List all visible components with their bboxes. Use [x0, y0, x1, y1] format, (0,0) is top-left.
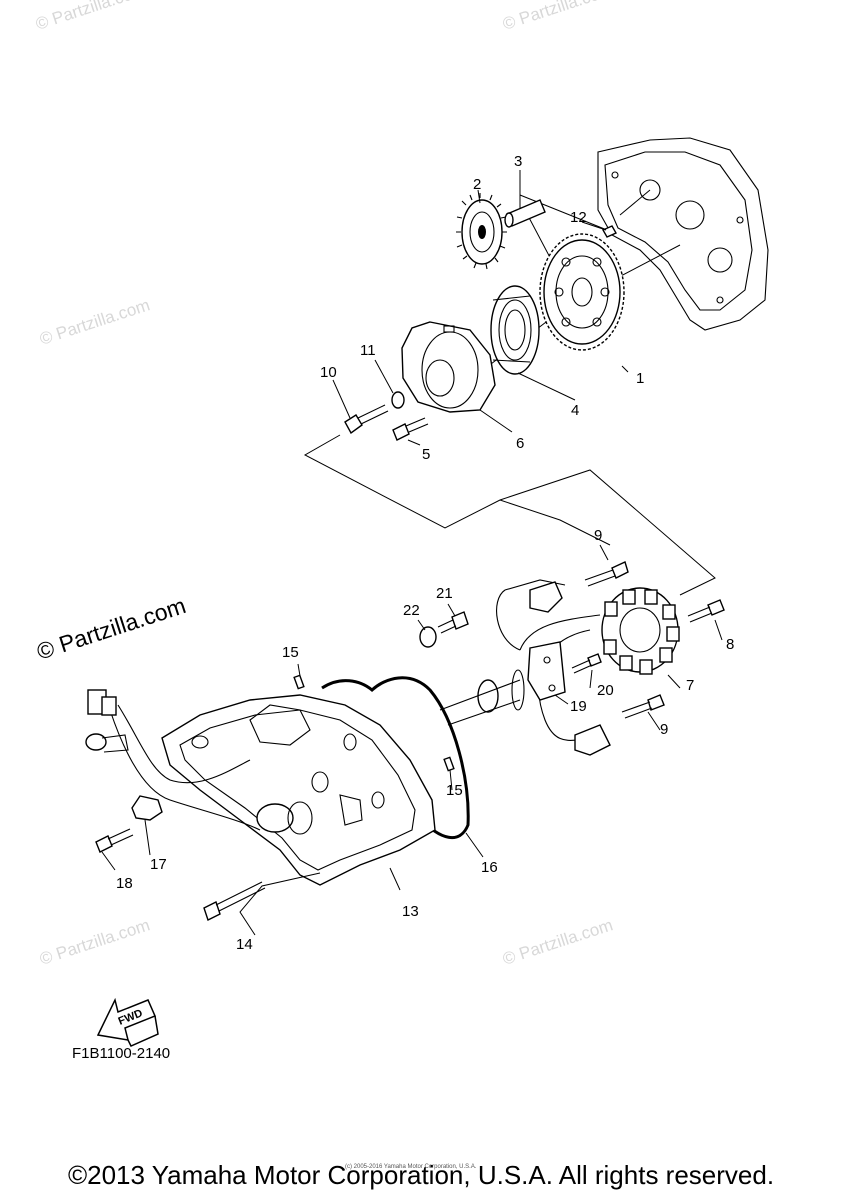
- callout-15-lower: 15: [446, 782, 463, 799]
- callout-15-upper: 15: [282, 644, 299, 661]
- wire-grommet: [574, 724, 611, 756]
- callout-14: 14: [236, 936, 253, 953]
- sensor-switch: [85, 733, 129, 753]
- part-16-gasket: [321, 676, 470, 840]
- callout-9-upper: 9: [594, 527, 602, 544]
- callout-5: 5: [422, 446, 430, 463]
- part-20-screw: [571, 653, 602, 674]
- part-6-rotor: [401, 321, 496, 413]
- callout-12: 12: [570, 209, 587, 226]
- copyright-notice: ©2013 Yamaha Motor Corporation, U.S.A. A…: [67, 1160, 775, 1190]
- part-3-shaft: [504, 199, 546, 228]
- part-22-washer: [419, 626, 437, 648]
- watermark-top-right: © Partzilla.com: [500, 0, 615, 34]
- watermark-bottom-right: © Partzilla.com: [500, 915, 615, 968]
- leaders-upper: [332, 170, 629, 446]
- callout-22: 22: [403, 602, 420, 619]
- part-2-idler-gear: [456, 193, 507, 270]
- wire-connector-clip: [529, 581, 563, 613]
- part-5-bolt: [392, 417, 429, 441]
- watermark-bottom-left: © Partzilla.com: [37, 915, 152, 968]
- crankcase-outline: [597, 137, 769, 331]
- part-15-dowel-pin-lower: [443, 756, 455, 772]
- seal-grommet: [439, 669, 525, 726]
- part-14-long-bolt: [203, 881, 266, 921]
- callout-17: 17: [150, 856, 167, 873]
- callout-6: 6: [516, 435, 524, 452]
- watermark-large: © Partzilla.com: [34, 592, 189, 665]
- assembly-bracket-upper: [303, 434, 716, 596]
- callout-18: 18: [116, 875, 133, 892]
- cover-wire-harness: [109, 704, 261, 831]
- diagram-code: F1B1100-2140: [72, 1045, 170, 1062]
- callout-4: 4: [571, 402, 579, 419]
- leaders-lower: [101, 544, 723, 936]
- fwd-arrow-icon: FWD: [96, 997, 159, 1047]
- callout-20: 20: [597, 682, 614, 699]
- part-9-bolt-upper: [584, 561, 629, 587]
- watermark-mid-left: © Partzilla.com: [37, 295, 152, 348]
- callout-3: 3: [514, 153, 522, 170]
- callout-11: 11: [360, 342, 376, 359]
- callout-9-lower: 9: [660, 721, 668, 738]
- part-1-starter-wheel-gear: [539, 233, 625, 351]
- part-10-rotor-bolt: [344, 404, 389, 435]
- part-11-washer: [391, 391, 405, 409]
- part-21-bolt: [437, 611, 469, 634]
- part-7-stator: [601, 587, 680, 675]
- wire-connector-plug: [87, 689, 117, 716]
- part-9-bolt-lower: [621, 694, 665, 719]
- callout-16: 16: [481, 859, 498, 876]
- part-8-bolt: [687, 599, 725, 623]
- small-copyright: (c) 2005-2016 Yamaha Motor Corporation, …: [345, 1164, 477, 1170]
- callout-2: 2: [473, 176, 481, 193]
- part-13-generator-cover: [161, 694, 436, 886]
- callout-1: 1: [636, 370, 644, 387]
- part-17-wire-clamp: [131, 795, 163, 821]
- callout-21: 21: [436, 585, 453, 602]
- part-12-key: [602, 225, 617, 238]
- watermark-top-left: © Partzilla.com: [33, 0, 148, 34]
- part-15-dowel-pin-upper: [293, 674, 305, 690]
- callout-19: 19: [570, 698, 587, 715]
- callout-13: 13: [402, 903, 419, 920]
- part-4-one-way-clutch: [490, 285, 540, 375]
- callout-10: 10: [320, 364, 337, 381]
- part-18-bolt: [95, 828, 134, 853]
- callout-7: 7: [686, 677, 694, 694]
- stator-wire-harness: [496, 579, 601, 741]
- part-19-pickup-coil: [527, 641, 566, 701]
- callout-8: 8: [726, 636, 734, 653]
